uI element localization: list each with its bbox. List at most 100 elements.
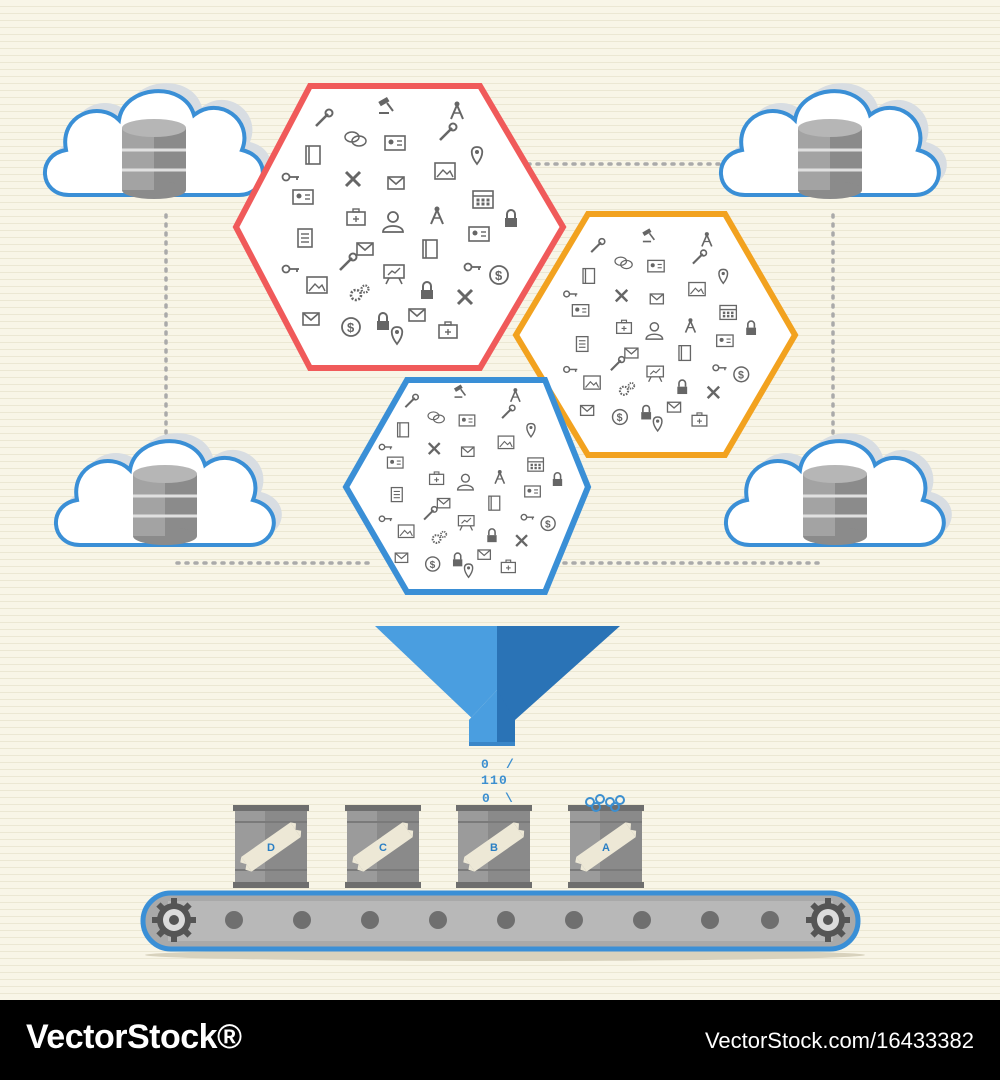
briefcase-icon	[438, 321, 458, 339]
envelope-icon	[408, 308, 426, 322]
doc-icon	[390, 486, 403, 503]
gavel-icon	[642, 228, 656, 243]
book-icon	[678, 345, 692, 362]
book-icon	[422, 239, 438, 259]
tools-icon	[344, 170, 362, 188]
bit-1-b: 1	[481, 773, 489, 788]
key-icon	[281, 172, 299, 182]
envelope-icon	[666, 401, 682, 413]
key-icon	[520, 513, 535, 521]
svg-text:$: $	[430, 560, 436, 571]
compass-icon	[684, 318, 697, 333]
key-icon	[563, 290, 578, 298]
idcard-icon	[716, 334, 734, 348]
conveyor-belt	[140, 890, 865, 961]
book-icon	[488, 495, 501, 511]
image-icon	[306, 276, 328, 294]
svg-text:$: $	[617, 412, 623, 424]
lock-icon	[452, 552, 463, 567]
gear-icon-left	[152, 898, 196, 942]
calendar-icon	[472, 190, 494, 209]
gears-icon	[618, 382, 636, 396]
board-icon	[646, 365, 665, 383]
bit-slash: /	[506, 757, 514, 772]
pin-icon	[470, 146, 484, 166]
lock-icon	[505, 209, 517, 227]
calendar-icon	[527, 457, 545, 472]
barrel-tape-label: C	[352, 822, 414, 872]
key-icon	[281, 264, 299, 274]
svg-text:$: $	[738, 369, 744, 381]
image-id-url: VectorStock.com/16433382	[704, 1028, 974, 1053]
tools-icon	[456, 288, 474, 306]
envelope-icon	[649, 293, 665, 305]
lock-icon	[677, 379, 688, 395]
lock-icon	[641, 404, 652, 420]
pin-icon	[526, 422, 536, 439]
envelope-icon	[460, 446, 475, 457]
doc-icon	[297, 228, 313, 248]
lock-icon	[487, 528, 497, 543]
pin-icon	[718, 268, 729, 285]
book-icon	[396, 422, 410, 438]
barrel-label-text: D	[267, 842, 275, 854]
barrel-a: A	[568, 794, 644, 888]
image-icon	[688, 281, 706, 297]
key-icon	[378, 515, 393, 523]
doc-icon	[575, 335, 589, 353]
image-icon	[583, 375, 601, 390]
person-icon	[382, 211, 404, 233]
gavel-icon	[453, 384, 467, 398]
binary-stream: 0 / 1 0 1 0 \	[481, 757, 514, 806]
briefcase-icon	[346, 208, 366, 226]
image-icon	[397, 524, 415, 539]
barrel-d: D	[233, 805, 309, 888]
cloud-bottom-left	[53, 433, 282, 547]
lock-icon	[552, 472, 563, 486]
bit-backslash: \	[505, 791, 513, 806]
envelope-icon	[624, 347, 639, 359]
lock-icon	[377, 312, 389, 330]
compass-icon	[509, 388, 521, 403]
barrel-b: B	[456, 805, 532, 888]
calendar-icon	[719, 304, 738, 321]
cloud-bottom-right	[723, 433, 952, 547]
dollar-icon: $	[540, 515, 556, 532]
wrench-icon	[404, 393, 420, 408]
envelope-icon	[436, 497, 451, 509]
key-icon	[378, 443, 393, 451]
gavel-icon	[378, 96, 394, 114]
idcard-icon	[458, 414, 476, 427]
compass-icon	[494, 470, 506, 484]
envelope-icon	[579, 404, 595, 417]
tools-icon	[427, 442, 441, 455]
dollar-icon: $	[341, 317, 361, 337]
wrench-icon	[423, 505, 438, 521]
idcard-icon	[524, 485, 541, 498]
lock-icon	[746, 320, 757, 335]
icon-cloud-blue: $$	[378, 384, 563, 579]
bit-0-b: 0	[499, 773, 507, 788]
envelope-icon	[387, 176, 405, 190]
envelope-icon	[356, 242, 374, 256]
idcard-icon	[386, 456, 404, 469]
wrench-icon	[439, 122, 458, 141]
briefcase-icon	[615, 319, 633, 335]
wrench-icon	[315, 108, 334, 127]
envelope-icon	[302, 312, 320, 326]
wrench-icon	[501, 404, 516, 419]
board-icon	[383, 264, 405, 285]
barrel-c: C	[345, 805, 421, 888]
overflow-bits	[585, 794, 625, 812]
svg-text:$: $	[545, 519, 551, 530]
person-icon	[456, 473, 474, 491]
briefcase-icon	[428, 471, 445, 486]
tools-icon	[515, 534, 528, 547]
bit-0-a: 0	[481, 757, 489, 772]
idcard-icon	[647, 259, 665, 273]
barrel-label-text: C	[379, 842, 387, 854]
dollar-icon: $	[424, 556, 441, 572]
watermark-footer: VectorStock® VectorStock.com/16433382	[0, 1000, 1000, 1080]
image-icon	[497, 435, 515, 450]
